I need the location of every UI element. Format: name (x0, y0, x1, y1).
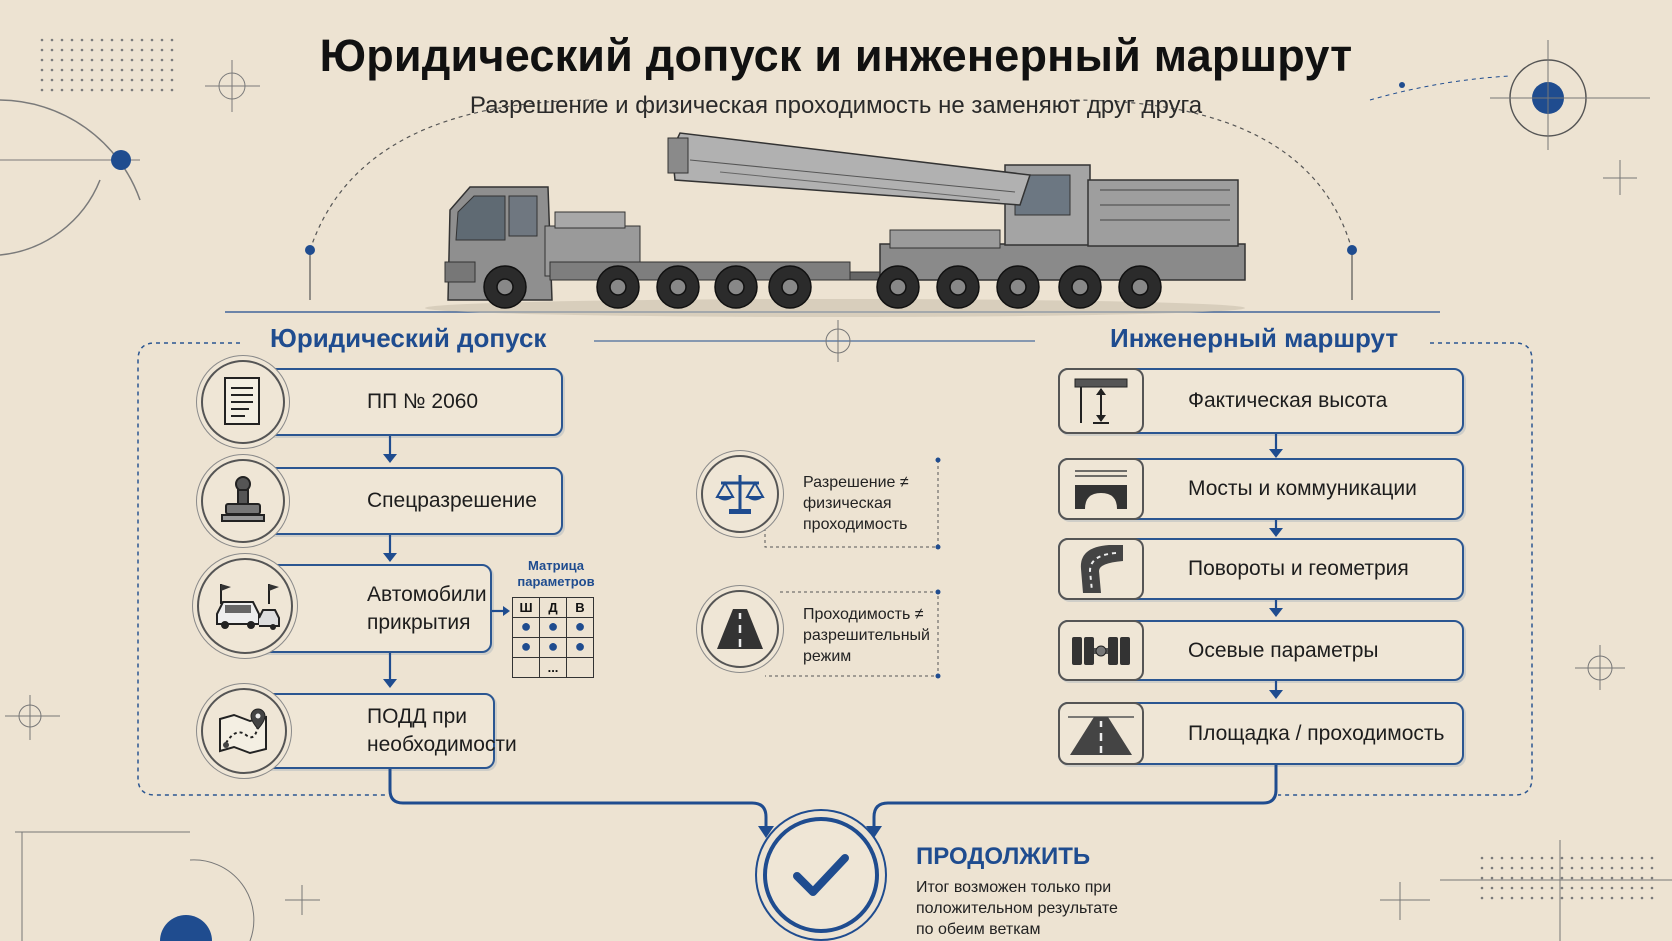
escort-cars-icon (197, 558, 293, 654)
legal-frame (137, 342, 385, 796)
result-line: по обеим веткам (916, 921, 1041, 938)
note-line: проходимость (803, 516, 908, 533)
road-icon (701, 590, 779, 668)
stamp-icon (201, 459, 285, 543)
bridge-icon (1058, 458, 1144, 520)
note-permit-vs-passability: Разрешение ≠ физическая проходимость (803, 472, 909, 535)
legal-item-escort-cars[interactable]: Автомобили прикрытия (247, 564, 492, 653)
note-line: разрешительный (803, 627, 930, 644)
axle-icon (1058, 620, 1144, 681)
decor-half-dot (160, 915, 212, 941)
page-subtitle: Разрешение и физическая проходимость не … (469, 92, 1203, 119)
note-passability-vs-permit: Проходимость ≠ разрешительный режим (803, 604, 930, 667)
note-line: Проходимость ≠ (803, 606, 924, 623)
decor-dot-left (111, 150, 131, 170)
legal-item-label: Автомобили прикрытия (367, 582, 487, 634)
dot-grid-bottom-right (1480, 856, 1654, 900)
engineering-item-label: Повороты и геометрия (1188, 557, 1409, 580)
note-line: режим (803, 648, 852, 665)
legal-item-podd[interactable]: ПОДД при необходимости (247, 693, 517, 769)
page-title: Юридический допуск и инженерный маршрут (319, 30, 1353, 81)
note-line: Разрешение ≠ (803, 474, 909, 491)
legal-item-label: ПОДД при необходимости (367, 705, 517, 756)
result-title: ПРОДОЛЖИТЬ (916, 843, 1091, 870)
scales-icon (701, 455, 779, 533)
legal-item-special-permit[interactable]: Спецразрешение (247, 467, 563, 535)
engineering-item-label: Площадка / проходимость (1188, 721, 1445, 745)
legal-item-label: Спецразрешение (367, 489, 537, 512)
curve-road-icon (1058, 538, 1144, 600)
document-icon (201, 360, 285, 444)
matrix-title-line1: Матрица (528, 558, 584, 573)
result-line: Итог возможен только при (916, 879, 1112, 896)
engineering-item-label: Осевые параметры (1188, 638, 1379, 662)
route-map-icon (201, 688, 287, 774)
matrix-header-length: Д (539, 597, 567, 618)
checkmark-icon (763, 817, 879, 933)
note-line: физическая (803, 495, 892, 512)
engineering-frame (1278, 342, 1533, 796)
legal-section-title: Юридический допуск (270, 323, 547, 353)
result-line: положительном результате (916, 900, 1118, 917)
matrix-title-line2: параметров (517, 574, 595, 589)
engineering-item-label: Мосты и коммуникации (1188, 477, 1417, 500)
legal-item-label: ПП № 2060 (367, 390, 479, 413)
matrix-header-height: В (566, 597, 594, 618)
height-clearance-icon (1058, 368, 1144, 434)
matrix-title: Матрица параметров (508, 558, 604, 590)
result-description: Итог возможен только при положительном р… (916, 877, 1118, 940)
parameter-matrix: Ш Д В ●●● ●●● ... (512, 597, 594, 678)
engineering-item-label: Фактическая высота (1188, 389, 1388, 412)
matrix-header-width: Ш (512, 597, 540, 618)
crane-truck-illustration (425, 132, 1246, 317)
road-perspective-icon (1058, 702, 1144, 765)
dot-grid-top-left (40, 38, 174, 92)
legal-item-pp2060[interactable]: ПП № 2060 (247, 368, 563, 436)
matrix-filler: ... (539, 657, 567, 678)
engineering-section-title: Инженерный маршрут (1110, 323, 1399, 353)
